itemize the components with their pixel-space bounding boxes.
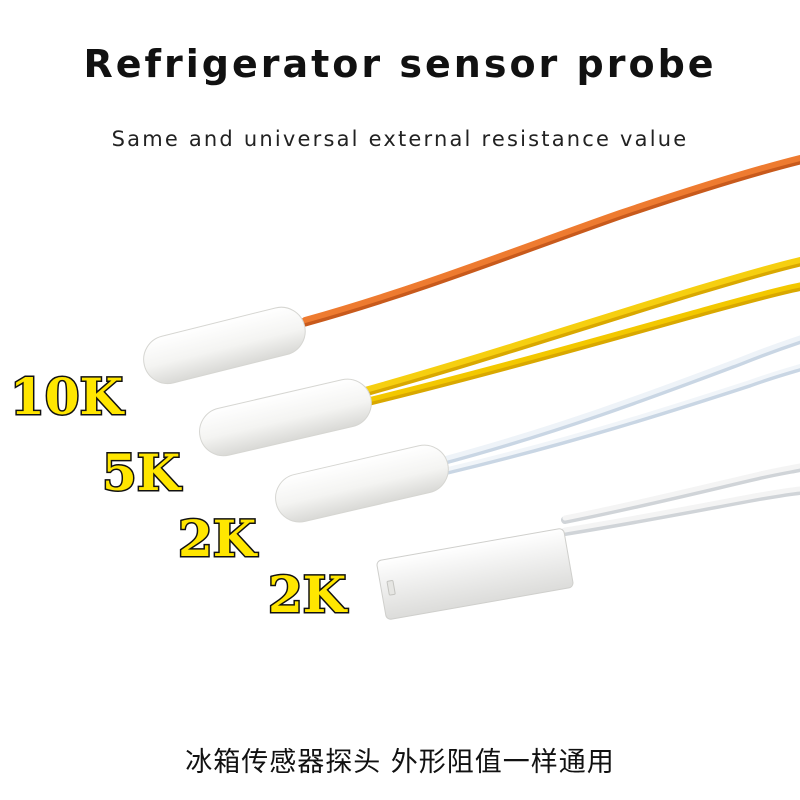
- probe-10k: [143, 306, 306, 385]
- label-2k-square: 2K: [268, 565, 348, 624]
- probe-2k-square: [376, 528, 574, 620]
- caption: 冰箱传感器探头 外形阻值一样通用: [185, 747, 615, 778]
- title: Refrigerator sensor probe: [83, 42, 717, 86]
- yellow-wire: [360, 257, 800, 406]
- orange-wire: [300, 155, 800, 327]
- probe-5k: [199, 378, 372, 457]
- label-10k: 10K: [10, 367, 125, 426]
- label-2k-round: 2K: [178, 509, 258, 568]
- label-5k: 5K: [102, 443, 182, 502]
- white-wire-round-probe: [436, 335, 800, 476]
- white-wire-square-probe: [561, 463, 800, 536]
- probe-2k-round: [275, 444, 449, 523]
- subtitle: Same and universal external resistance v…: [111, 127, 689, 151]
